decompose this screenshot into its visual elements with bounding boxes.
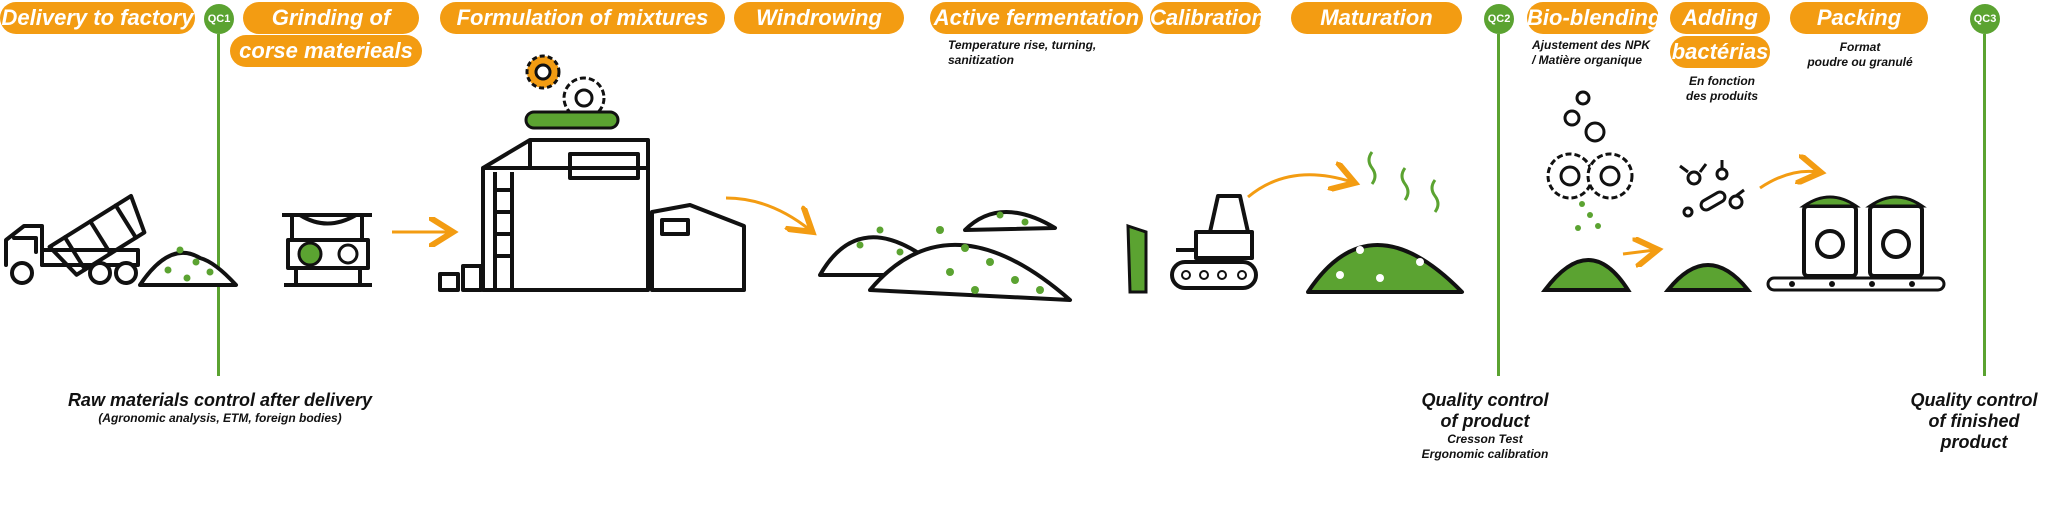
bio-blending-note: Ajustement des NPK/ Matière organique bbox=[1532, 38, 1651, 67]
step-grinding-line2: corse materieals bbox=[230, 35, 422, 67]
powder-pile-icon bbox=[1663, 263, 1753, 292]
step-packing: Packing bbox=[1790, 2, 1928, 34]
step-adding-line2: bactérias bbox=[1670, 36, 1770, 68]
step-grinding-line1: Grinding of bbox=[243, 2, 419, 34]
step-windrowing: Windrowing bbox=[734, 2, 904, 34]
qc2-line bbox=[1497, 34, 1500, 376]
step-bio-blending: Bio-blending bbox=[1527, 2, 1661, 34]
arrow-icon bbox=[1759, 171, 1818, 190]
gears-icon bbox=[525, 54, 606, 120]
steaming-compost-icon bbox=[1306, 243, 1464, 294]
arrow-icon bbox=[725, 196, 810, 230]
windrow-piles-icon bbox=[818, 210, 1072, 302]
grinder-icon bbox=[282, 213, 372, 287]
windrow-dots bbox=[856, 211, 1044, 294]
fermentation-note: Temperature rise, turning,sanitization bbox=[948, 38, 1097, 67]
bacteria-icon bbox=[1679, 160, 1745, 218]
step-maturation: Maturation bbox=[1291, 2, 1462, 34]
qc2-badge: QC2 bbox=[1484, 4, 1514, 34]
bio-gears-icon bbox=[1546, 152, 1634, 200]
step-active-fermentation: Active fermentation bbox=[930, 2, 1143, 34]
step-delivery-to-factory: Delivery to factory bbox=[0, 2, 195, 34]
step-adding-line1: Adding bbox=[1670, 2, 1770, 34]
grinder-wheel-icon bbox=[337, 243, 359, 265]
packaging-sacks-icon bbox=[1802, 204, 1924, 278]
qc3-badge: QC3 bbox=[1970, 4, 2000, 34]
qc1-title: Raw materials control after delivery bbox=[67, 390, 373, 410]
factory-icon bbox=[438, 138, 746, 292]
steam-icon bbox=[1367, 151, 1440, 213]
bulldozer-icon bbox=[1170, 194, 1258, 290]
step-formulation: Formulation of mixtures bbox=[440, 2, 725, 34]
qc1-sub: (Agronomic analysis, ETM, foreign bodies… bbox=[98, 411, 342, 425]
truck-load-dots bbox=[164, 246, 214, 282]
powder-pile-icon bbox=[1540, 258, 1632, 292]
bubbles-icon bbox=[1563, 90, 1606, 143]
qc1-badge: QC1 bbox=[204, 4, 234, 34]
arrow-icon bbox=[1247, 175, 1352, 199]
qc3-line bbox=[1983, 34, 1986, 376]
packing-conveyor-icon bbox=[1766, 276, 1946, 292]
qc1-line bbox=[217, 34, 220, 376]
arrow-icon bbox=[1622, 250, 1655, 254]
dump-truck-icon bbox=[4, 193, 238, 287]
grinder-wheel-icon bbox=[297, 241, 323, 267]
conveyor-icon bbox=[524, 110, 620, 130]
blade-icon bbox=[1126, 223, 1148, 294]
step-calibration: Calibration bbox=[1150, 2, 1265, 34]
